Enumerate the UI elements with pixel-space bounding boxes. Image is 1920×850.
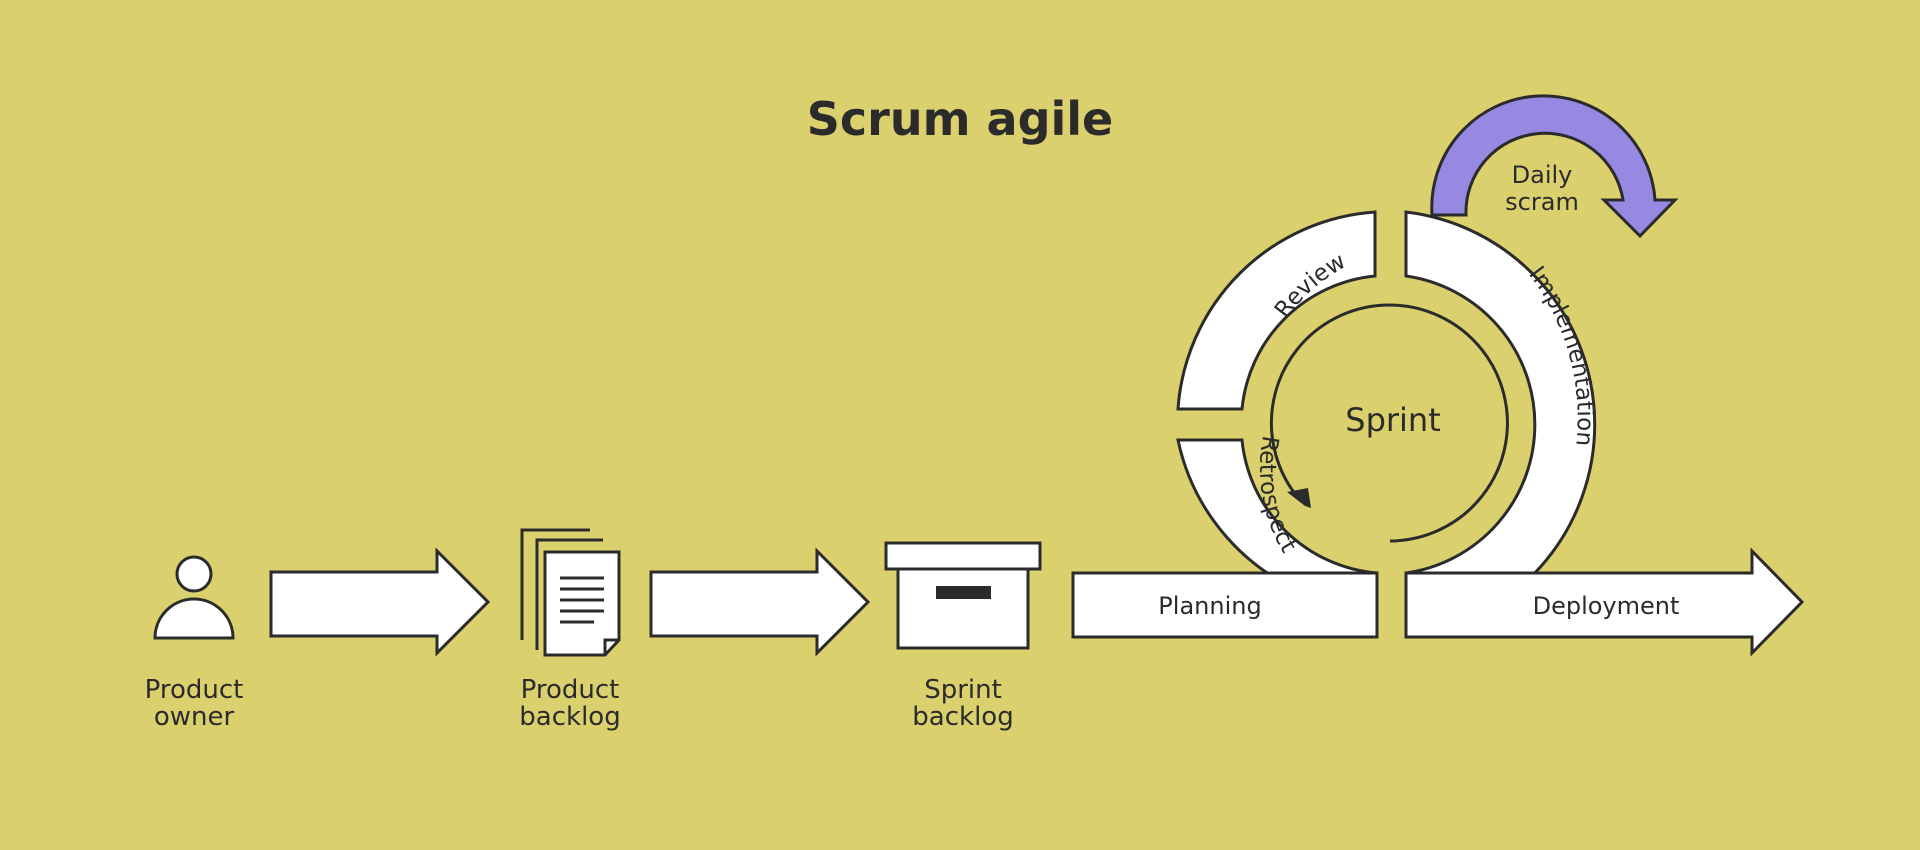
review-segment: [1176, 210, 1377, 411]
deployment-label: Deployment: [1533, 592, 1680, 620]
person-icon: [153, 555, 235, 640]
daily-label-line1: Daily: [1512, 161, 1573, 189]
documents-icon: [520, 528, 621, 657]
planning-label: Planning: [1158, 592, 1261, 620]
daily-label-line2: scram: [1505, 188, 1579, 216]
page-title: Scrum agile: [806, 92, 1114, 146]
sprint-cycle-arrow: [1269, 303, 1509, 543]
box-slot: [936, 586, 991, 599]
arrow-owner-to-backlog: [269, 547, 491, 657]
deployment-arrow: [1404, 547, 1805, 657]
planning-bar: [1071, 571, 1379, 639]
arrow-backlog-to-sprint-backlog: [649, 547, 871, 657]
daily-scram-arrow: [1430, 94, 1679, 239]
sprint-center-label: Sprint: [1345, 401, 1441, 439]
archive-box-icon: [884, 541, 1042, 650]
